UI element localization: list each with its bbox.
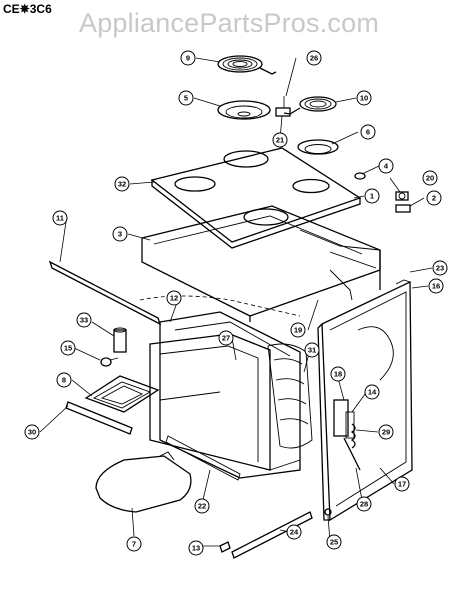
callout-label: 4 xyxy=(384,162,389,171)
callout-label: 3 xyxy=(118,230,122,239)
callout-label: 2 xyxy=(432,194,436,203)
callout-label: 16 xyxy=(432,282,440,291)
callout-31: 31 xyxy=(304,342,320,358)
bake-element xyxy=(95,451,192,513)
callouts: 9 26 5 10 21 6 4 20 2 32 1 11 3 23 16 12… xyxy=(24,50,448,556)
trim-strip xyxy=(48,260,162,326)
drip-pan-small xyxy=(297,139,339,155)
callout-label: 29 xyxy=(382,428,390,437)
callout-11: 11 xyxy=(52,210,68,226)
cooktop xyxy=(150,147,362,249)
surface-element-small xyxy=(283,96,337,115)
callout-3: 3 xyxy=(112,226,128,242)
callout-10: 10 xyxy=(356,90,372,106)
callout-label: 31 xyxy=(308,346,316,355)
callout-label: 23 xyxy=(436,264,444,273)
callout-label: 7 xyxy=(132,540,136,549)
callout-4: 4 xyxy=(378,158,394,174)
callout-27: 27 xyxy=(218,330,234,346)
callout-label: 17 xyxy=(398,480,406,489)
callout-label: 26 xyxy=(310,54,318,63)
callout-label: 15 xyxy=(64,344,72,353)
callout-33: 33 xyxy=(76,312,92,328)
insulation xyxy=(267,343,313,449)
callout-32: 32 xyxy=(114,176,130,192)
callout-20: 20 xyxy=(422,170,438,186)
callout-13: 13 xyxy=(188,540,204,556)
callout-label: 19 xyxy=(294,326,302,335)
callout-24: 24 xyxy=(286,524,302,540)
callout-label: 33 xyxy=(80,316,88,325)
callout-2: 2 xyxy=(426,190,442,206)
element-receptacle xyxy=(275,96,291,117)
callout-6: 6 xyxy=(360,124,376,140)
oven-cavity xyxy=(149,311,301,479)
watermark: AppliancePartsPros.com xyxy=(78,8,380,38)
callout-label: 22 xyxy=(198,502,206,511)
callout-21: 21 xyxy=(272,132,288,148)
callout-26: 26 xyxy=(306,50,322,66)
callout-17: 17 xyxy=(394,476,410,492)
callout-label: 32 xyxy=(118,180,126,189)
callout-18: 18 xyxy=(330,366,346,382)
door-hinge xyxy=(333,399,361,471)
broil-element xyxy=(84,375,160,413)
callout-9: 9 xyxy=(180,50,196,66)
callout-12: 12 xyxy=(166,290,182,306)
callout-label: 18 xyxy=(334,370,342,379)
callout-label: 20 xyxy=(426,174,434,183)
callout-23: 23 xyxy=(432,260,448,276)
callout-label: 5 xyxy=(184,94,188,103)
callout-label: 14 xyxy=(368,388,377,397)
side-panel xyxy=(317,279,413,522)
callout-label: 21 xyxy=(276,136,284,145)
callout-label: 27 xyxy=(222,334,230,343)
callout-label: 9 xyxy=(186,54,190,63)
callout-label: 30 xyxy=(28,428,36,437)
callout-1: 1 xyxy=(364,188,380,204)
callout-22: 22 xyxy=(194,498,210,514)
surface-element-large xyxy=(217,55,277,75)
callout-19: 19 xyxy=(290,322,306,338)
callout-8: 8 xyxy=(56,372,72,388)
hidden-outline xyxy=(139,295,301,317)
callout-14: 14 xyxy=(364,384,380,400)
range-cabinet xyxy=(141,205,381,322)
callout-15: 15 xyxy=(60,340,76,356)
callout-label: 1 xyxy=(370,192,374,201)
callout-label: 13 xyxy=(192,544,200,553)
callout-label: 11 xyxy=(56,214,64,223)
callout-label: 6 xyxy=(366,128,370,137)
drip-pan-large xyxy=(217,100,271,120)
control-parts xyxy=(354,172,411,213)
callout-label: 24 xyxy=(290,528,299,537)
callout-label: 12 xyxy=(170,294,178,303)
callout-7: 7 xyxy=(126,536,142,552)
sensor-parts xyxy=(100,327,127,367)
callout-28: 28 xyxy=(356,496,372,512)
callout-label: 8 xyxy=(62,376,66,385)
callout-5: 5 xyxy=(178,90,194,106)
element-bracket xyxy=(65,401,133,435)
callout-30: 30 xyxy=(24,424,40,440)
callout-16: 16 xyxy=(428,278,444,294)
callout-label: 25 xyxy=(330,538,338,547)
callout-29: 29 xyxy=(378,424,394,440)
screw xyxy=(324,508,332,516)
callout-25: 25 xyxy=(326,534,342,550)
bottom-trim xyxy=(165,435,313,559)
model-code: CE✵3C6 xyxy=(3,2,52,16)
leader-lines xyxy=(39,57,433,547)
callout-label: 28 xyxy=(360,500,368,509)
callout-label: 10 xyxy=(360,94,368,103)
